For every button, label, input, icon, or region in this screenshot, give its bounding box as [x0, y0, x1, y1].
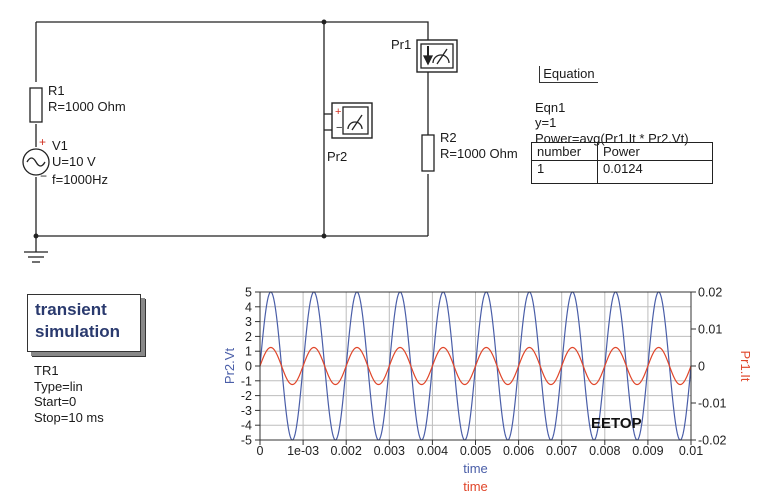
pr1-name: Pr1: [391, 37, 412, 52]
node-dot: [33, 233, 39, 239]
ground-icon: [24, 251, 48, 263]
watermark-text: EETOP: [591, 415, 642, 432]
v1-plus-sign: +: [39, 135, 47, 149]
r1-value: R=1000 Ohm: [48, 99, 126, 114]
table-header-power: Power: [597, 142, 713, 161]
pr1-current-probe-icon[interactable]: [416, 39, 458, 73]
pr2-plus-sign: +: [335, 106, 342, 118]
node-dot: [321, 19, 327, 25]
v1-minus-sign: −: [40, 169, 48, 183]
r2-name: R2: [440, 130, 457, 145]
simulation-params: TR1 Type=lin Start=0 Stop=10 ms: [34, 363, 104, 425]
v1-frequency: f=1000Hz: [52, 172, 109, 187]
v1-voltage: U=10 V: [52, 154, 96, 169]
table-cell-number: 1: [531, 160, 598, 184]
wire-top: [36, 21, 429, 135]
table-header-number: number: [531, 142, 598, 161]
v1-sine-icon: [26, 157, 46, 167]
pr2-name: Pr2: [327, 149, 348, 164]
r1-resistor-body[interactable]: [29, 87, 43, 123]
result-table[interactable]: number Power 1 0.0124: [531, 142, 713, 184]
equation-title: Equation: [539, 65, 598, 83]
equation-lines: Eqn1 y=1 Power=avg(Pr1.It * Pr2.Vt): [535, 99, 689, 146]
transient-simulation-block[interactable]: transient simulation: [27, 294, 141, 352]
sim-box-line1: transient: [35, 300, 107, 319]
table-cell-power: 0.0124: [597, 160, 713, 184]
pr2-voltage-probe-icon[interactable]: [324, 102, 373, 139]
r1-name: R1: [48, 83, 65, 98]
r2-resistor-body[interactable]: [421, 134, 435, 172]
node-dot: [321, 233, 327, 239]
v1-name: V1: [52, 138, 68, 153]
sim-box-line2: simulation: [35, 322, 121, 341]
r2-value: R=1000 Ohm: [440, 146, 518, 161]
equation-block[interactable]: Equation Eqn1 y=1 Power=avg(Pr1.It * Pr2…: [535, 50, 689, 162]
pr2-minus-sign: −: [336, 122, 343, 134]
